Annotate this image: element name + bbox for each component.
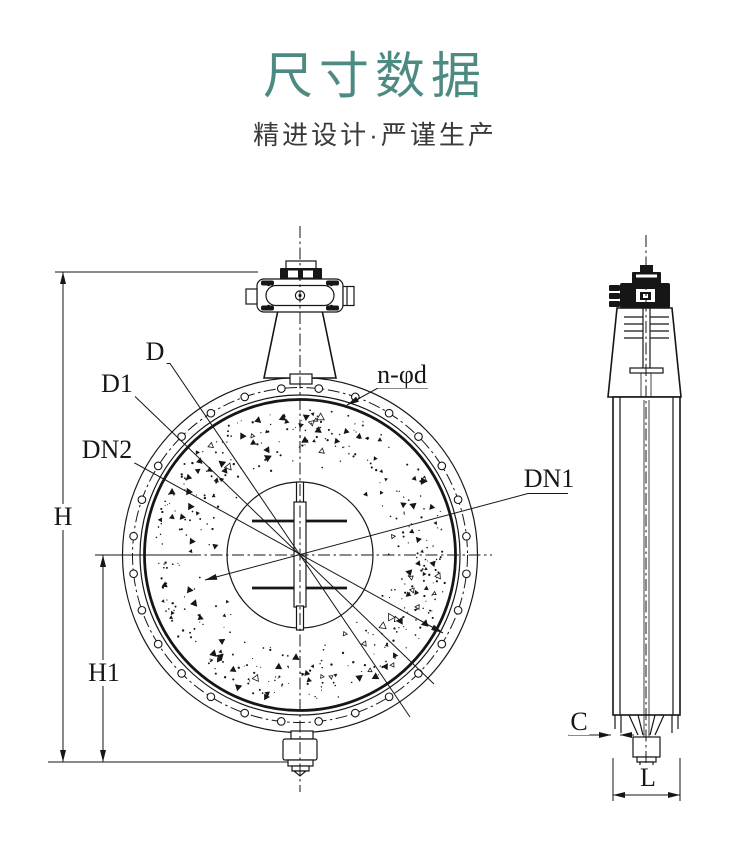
dim-label-dn2: DN2: [79, 435, 135, 464]
side-view: [607, 235, 682, 790]
dim-label-d: D: [143, 337, 167, 366]
lining-texture: [155, 409, 446, 701]
dim-label-h: H: [51, 502, 75, 531]
page-title: 尺寸数据: [263, 48, 487, 104]
shaft-boss: [289, 373, 313, 385]
side-neck: [607, 307, 682, 398]
front-view: [103, 226, 492, 792]
dim-label-h1: H1: [86, 658, 122, 687]
dim-label-n-phi-d: n-φd: [375, 360, 429, 389]
dim-label-c: C: [568, 707, 590, 736]
page-subtitle: 精进设计·严谨生产: [253, 120, 497, 150]
gearbox-actuator-side: [609, 265, 670, 308]
dim-label-l: L: [638, 763, 658, 792]
dim-label-d1: D1: [99, 369, 135, 398]
bolt-holes: [129, 384, 471, 726]
dim-label-dn1: DN1: [521, 464, 577, 493]
